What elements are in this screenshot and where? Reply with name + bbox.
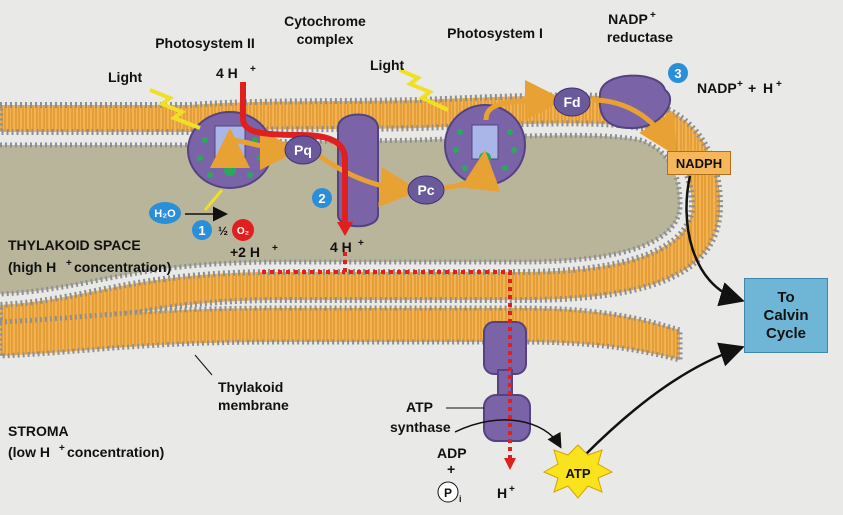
- proton-flow-arrowhead: [504, 458, 516, 470]
- atp-to-calvin-arrow: [584, 342, 745, 456]
- stroma-sup: +: [59, 443, 65, 454]
- nadp-equation-label: NADP: [697, 80, 737, 96]
- h-out-label: H: [497, 485, 507, 501]
- adp-to-atp-arrow: [454, 419, 562, 449]
- svg-text:3: 3: [674, 66, 681, 81]
- electron-path-arrow: [591, 97, 678, 157]
- photosystem-ii: [187, 111, 273, 189]
- cytochrome-label-1: Cytochrome: [284, 13, 366, 29]
- pq-label: Pq: [294, 142, 312, 158]
- pi-label: P: [444, 486, 452, 500]
- o2-molecule: O₂: [232, 219, 254, 241]
- nadp-eq-sup-2: +: [776, 79, 782, 90]
- proton-pump-arrow: [240, 82, 348, 222]
- svg-text:2: 2: [318, 191, 325, 206]
- nadp-eq-sup-1: +: [737, 79, 743, 90]
- four-h-top-label: 4 H: [216, 65, 238, 81]
- step-2-badge: 2: [312, 188, 332, 208]
- pi-subscript: i: [459, 494, 462, 504]
- atp-label: ATP: [565, 466, 590, 481]
- calvin-line-3: Cycle: [765, 324, 807, 342]
- nadp-sup: +: [650, 10, 656, 21]
- atp-synthase: [483, 321, 531, 442]
- h2o-molecule: H₂O: [149, 202, 181, 224]
- thylakoid-membrane-label-2: membrane: [218, 397, 289, 413]
- atp-synthase-label-2: synthase: [390, 419, 451, 435]
- thylakoid-membrane-outer: [0, 92, 724, 339]
- thylakoid-membrane-label-1: Thylakoid: [218, 379, 283, 395]
- cytochrome-label-2: complex: [297, 31, 354, 47]
- step-1-badge: 1: [192, 220, 212, 240]
- light-label-1: Light: [108, 69, 143, 85]
- light-label-2: Light: [370, 57, 405, 73]
- four-h-lumen-sup: +: [358, 238, 364, 249]
- step-3-badge: 3: [668, 63, 688, 83]
- thylakoid-space-sub-2: concentration): [74, 259, 171, 275]
- nadph-box: NADPH: [667, 151, 731, 175]
- svg-text:H₂O: H₂O: [154, 208, 176, 220]
- membrane-label-line: [194, 354, 213, 376]
- fd-carrier: Fd: [553, 87, 591, 117]
- adp-plus: +: [447, 461, 455, 477]
- stroma-label: STROMA: [8, 423, 69, 439]
- electron-path-arrow: [441, 150, 501, 193]
- thylakoid-space-sup: +: [66, 258, 72, 269]
- pc-carrier: Pc: [407, 175, 445, 205]
- four-h-lumen-label: 4 H: [330, 239, 352, 255]
- thylakoid-space-label: THYLAKOID SPACE: [8, 237, 141, 253]
- electron-path-arrow: [483, 80, 565, 121]
- nadp-eq-h: H: [763, 80, 773, 96]
- photosystem-ii-label: Photosystem II: [155, 35, 255, 51]
- proton-pump-arrowhead: [337, 222, 353, 236]
- ps2-electron-feed: [203, 189, 224, 211]
- half-label: ½: [218, 224, 228, 238]
- nadph-to-calvin-arrow: [685, 175, 745, 307]
- pc-label: Pc: [417, 182, 434, 198]
- four-h-top-sup: +: [250, 64, 256, 75]
- calvin-line-2: Calvin: [763, 306, 809, 324]
- adp-label: ADP: [437, 445, 467, 461]
- photosystem-i-label: Photosystem I: [447, 25, 543, 41]
- svg-text:1: 1: [198, 223, 205, 238]
- h-out-sup: +: [509, 484, 515, 495]
- light-zigzag-icon: [399, 68, 449, 112]
- pq-carrier: Pq: [284, 135, 322, 165]
- calvin-line-1: To: [777, 288, 795, 306]
- stroma-sub-1: (low H: [8, 444, 50, 460]
- calvin-cycle-box: To Calvin Cycle: [744, 278, 828, 353]
- pi-circle: [437, 481, 459, 503]
- atp-burst: ATP: [542, 444, 614, 499]
- svg-text:O₂: O₂: [237, 226, 249, 237]
- proton-flow-dotted: [262, 252, 512, 460]
- two-h-sup: +: [272, 243, 278, 254]
- atp-synthase-label-1: ATP: [406, 399, 433, 415]
- thylakoid-membrane-lower: [0, 305, 683, 364]
- nadp-reductase-label-1: NADP: [608, 11, 648, 27]
- nadp-eq-plus: +: [748, 80, 756, 96]
- nadph-label: NADPH: [675, 155, 723, 171]
- nadp-reductase-label-2: reductase: [607, 29, 673, 45]
- electron-path-arrow: [316, 152, 420, 207]
- stroma-sub-2: concentration): [67, 444, 164, 460]
- light-zigzag-icon: [149, 88, 201, 130]
- two-h-label: +2 H: [230, 244, 260, 260]
- thylakoid-space-sub-1: (high H: [8, 259, 56, 275]
- fd-label: Fd: [563, 94, 580, 110]
